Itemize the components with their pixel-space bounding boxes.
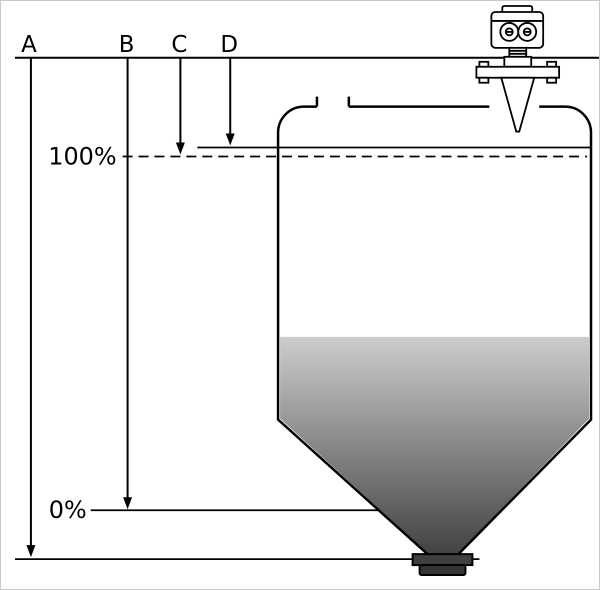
horn-antenna bbox=[500, 76, 536, 133]
arrowhead-a bbox=[26, 545, 36, 558]
arrowhead-c bbox=[175, 142, 185, 155]
radar-sensor bbox=[475, 5, 561, 133]
label-d: D bbox=[220, 32, 238, 58]
outlet-spigot bbox=[418, 564, 467, 577]
tank-top-outline bbox=[276, 96, 593, 133]
tank-shell-outline bbox=[276, 132, 593, 557]
flange-bolt-bottom-left bbox=[478, 76, 490, 84]
sensor-collar bbox=[503, 55, 533, 68]
label-100-percent: 100% bbox=[48, 142, 116, 170]
label-0-percent: 0% bbox=[49, 496, 87, 524]
material-fill bbox=[280, 336, 590, 555]
outlet-flange bbox=[411, 553, 474, 567]
sensor-neck bbox=[508, 46, 528, 58]
label-a: A bbox=[21, 32, 37, 58]
label-c: C bbox=[171, 32, 187, 58]
sensor-flange bbox=[475, 65, 561, 79]
arrowhead-d bbox=[225, 133, 235, 146]
flange-bolt-bottom-right bbox=[546, 76, 558, 84]
label-b: B bbox=[119, 32, 135, 58]
arrowhead-b bbox=[123, 497, 133, 510]
